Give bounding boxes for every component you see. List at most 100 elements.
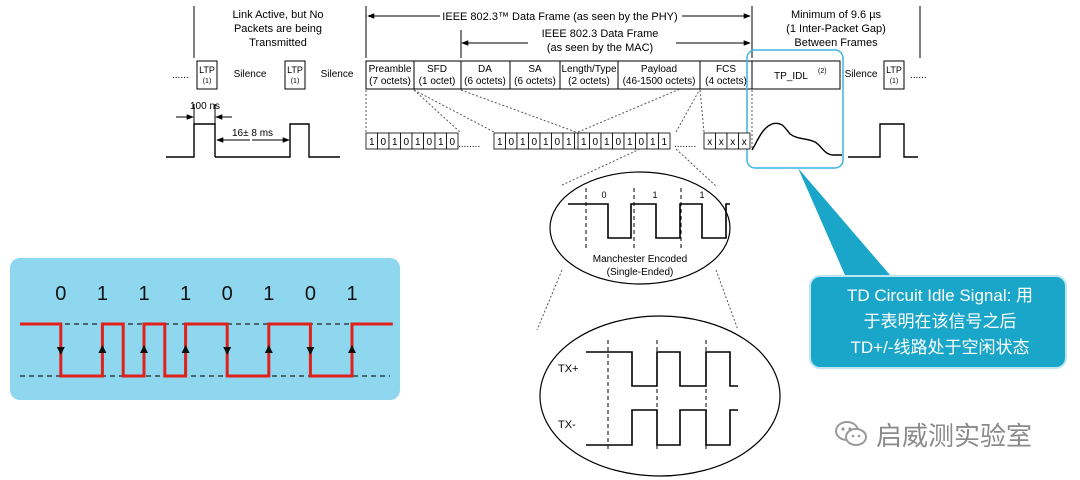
min-gap-line2: (1 Inter-Packet Gap): [786, 23, 886, 35]
link-active-line3: Transmitted: [249, 37, 307, 49]
field-payload-size: (46-1500 octets): [623, 76, 696, 87]
differential-zoom-ellipse: [539, 315, 781, 477]
manchester-zoom-ellipse: [549, 171, 731, 285]
bit-value: 1: [392, 137, 398, 148]
bit-value: 1: [369, 137, 375, 148]
tp-idl-label: TP_IDL: [774, 71, 808, 82]
arrow-up-icon: [264, 345, 273, 353]
callout-box: [809, 275, 1067, 369]
tx-plus-waveform: [586, 351, 738, 387]
bit-value: 1: [650, 137, 656, 148]
bit-value: 1: [520, 137, 526, 148]
bit-value: x: [719, 137, 724, 148]
zoom-line: [675, 88, 701, 133]
field-sa-name: SA: [528, 64, 542, 75]
field-preamble-name: Preamble: [369, 64, 412, 75]
zoom-line: [699, 88, 705, 133]
bit-value: 1: [438, 137, 444, 148]
arrow-up-icon: [140, 345, 148, 353]
bit-value: x: [742, 137, 747, 148]
panel-bit-label: 1: [346, 283, 357, 305]
min-gap-line1: Minimum of 9.6 µs: [791, 9, 882, 21]
bit-value: 0: [554, 137, 560, 148]
bit-value: 1: [497, 137, 503, 148]
ellipsis-right: ......: [910, 70, 927, 81]
bit-value: 0: [592, 137, 598, 148]
arrow-down-icon: [306, 347, 315, 355]
bit-value: 0: [449, 137, 455, 148]
silence-label-1: Silence: [234, 69, 267, 80]
bit-value: x: [730, 137, 735, 148]
frame-fields: Preamble (7 octets) SFD (1 octet) DA (6 …: [365, 60, 753, 90]
bit-value: 0: [380, 137, 386, 148]
ltp-label-3: LTP: [886, 65, 902, 75]
panel-bit-label: 0: [55, 283, 66, 305]
field-sfd-size: (1 octet): [419, 76, 456, 87]
field-da-size: (6 octets): [464, 76, 506, 87]
bit-cell: [738, 132, 751, 150]
ltp-note-2: (1): [291, 78, 300, 85]
tp-idl-waveform: [751, 122, 842, 156]
tx-minus-label: TX-: [558, 419, 576, 431]
field-payload-name: Payload: [641, 64, 677, 75]
bit-value: 1: [543, 137, 549, 148]
zoom-line: [577, 88, 681, 133]
bit-value: 1: [415, 137, 421, 148]
bit-value: 1: [581, 137, 587, 148]
arrow-down-icon: [223, 347, 232, 355]
field-lengthtype-size: (2 octets): [568, 76, 610, 87]
bit-value: 0: [638, 137, 644, 148]
zoom-line: [536, 269, 563, 331]
callout-line-1: TD Circuit Idle Signal: 用: [847, 286, 1033, 305]
bit-value: 0: [403, 137, 409, 148]
watermark: 启威测实验室: [834, 416, 1032, 452]
silence-label-2: Silence: [321, 69, 354, 80]
callout-line-3: TD+/-线路处于空闲状态: [851, 338, 1030, 357]
watermark-text: 启威测实验室: [876, 421, 1033, 452]
bit-value: x: [707, 137, 712, 148]
ltp-box-1: [196, 60, 218, 90]
manchester-bit: 1: [652, 190, 657, 200]
zoom-line: [559, 148, 641, 187]
bit-value: 0: [531, 137, 537, 148]
pulse-gap-label: 16± 8 ms: [232, 128, 273, 139]
ltp-pulse-waveform-2: [215, 123, 340, 158]
field-preamble-size: (7 octets): [369, 76, 411, 87]
ltp-note-1: (1): [203, 78, 212, 85]
ellipsis-left: ......: [172, 70, 189, 81]
manchester-waveform: [568, 203, 730, 239]
ieee-phy-label: IEEE 802.3™ Data Frame (as seen by the P…: [442, 11, 677, 23]
min-gap-line3: Between Frames: [794, 37, 878, 49]
panel-transition-arrows: [56, 345, 356, 355]
manchester-bit: 0: [601, 190, 606, 200]
tp-idl-tail: [848, 123, 918, 158]
manchester-panel: [10, 258, 400, 400]
bit-value: 0: [615, 137, 621, 148]
ltp-pulse-waveform: [166, 123, 216, 158]
bit-value: 1: [627, 137, 633, 148]
arrow-up-icon: [98, 345, 107, 353]
bit-stream: 101010101010101010101011xxxx: [365, 132, 751, 150]
callout-pointer: [798, 168, 896, 282]
zoom-line: [460, 89, 577, 133]
panel-bit-label: 1: [138, 283, 149, 305]
zoom-line: [715, 269, 739, 331]
tp-idl-highlight: [746, 49, 844, 169]
arrow-down-icon: [56, 347, 65, 355]
panel-bit-label: 0: [222, 283, 233, 305]
field-fcs-size: (4 octets): [705, 76, 747, 87]
bit-cell: [446, 132, 459, 150]
arrow-up-icon: [348, 345, 356, 353]
manchester-caption-2: (Single-Ended): [607, 267, 674, 278]
panel-bit-label: 1: [263, 283, 274, 305]
ltp-box-2: [284, 60, 306, 90]
bit-cell: [658, 132, 671, 150]
pulse-width-label: 100 ns: [190, 101, 220, 112]
panel-bit-label: 1: [180, 283, 191, 305]
zoom-line: [675, 148, 717, 187]
panel-bit-label: 1: [97, 283, 108, 305]
tp-idl-box: [751, 60, 841, 90]
bit-value: 0: [508, 137, 514, 148]
field-sfd-name: SFD: [427, 64, 447, 75]
manchester-bit: 1: [699, 190, 704, 200]
